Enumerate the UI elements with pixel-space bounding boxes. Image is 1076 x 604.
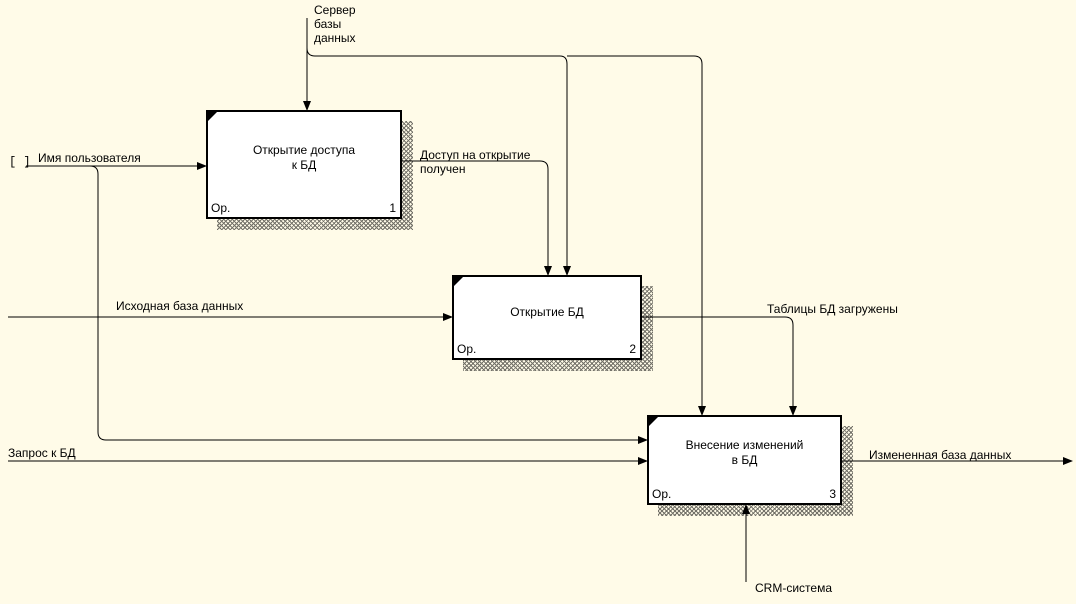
arrow-tables-to-box3 — [641, 316, 797, 416]
activity-box-2[interactable]: Открытие БД Ор. 2 — [452, 275, 642, 360]
activity-box-3[interactable]: Внесение изменений в БД Ор. 3 — [647, 415, 842, 505]
box3-corner-mark — [649, 417, 658, 426]
arrow-server-to-box3 — [567, 55, 706, 416]
box3-title: Внесение изменений в БД — [685, 438, 804, 467]
label-tables-loaded: Таблицы БД загружены — [767, 302, 898, 316]
label-server-db: Сервер базы данных — [314, 3, 356, 45]
label-user-name: Имя пользователя — [38, 151, 141, 165]
label-source-db: Исходная база данных — [116, 299, 244, 313]
box1-op-label: Ор. — [211, 201, 231, 215]
label-modified-db: Измененная база данных — [869, 448, 1012, 462]
box2-op-label: Ор. — [457, 342, 477, 356]
box2-corner-mark — [454, 277, 463, 286]
box3-op-label: Ор. — [652, 487, 672, 501]
activity-box-1[interactable]: Открытие доступа к БД Ор. 1 — [206, 110, 402, 219]
arrow-username-to-box3 — [89, 165, 648, 444]
box3-number: 3 — [829, 487, 836, 501]
label-crm-system: CRM-система — [755, 581, 832, 595]
label-db-request: Запрос к БД — [8, 446, 76, 460]
box2-number: 2 — [629, 342, 636, 356]
box1-corner-mark — [208, 112, 217, 121]
label-access-granted: Доступ на открытие получен — [420, 148, 531, 176]
arrow-server-to-box2 — [306, 47, 571, 276]
tunnel-marker: [ ] — [9, 155, 31, 169]
box1-title: Открытие доступа к БД — [252, 143, 356, 172]
arrow-access-to-box2 — [401, 160, 552, 276]
box2-title: Открытие БД — [510, 305, 584, 319]
box1-number: 1 — [389, 201, 396, 215]
